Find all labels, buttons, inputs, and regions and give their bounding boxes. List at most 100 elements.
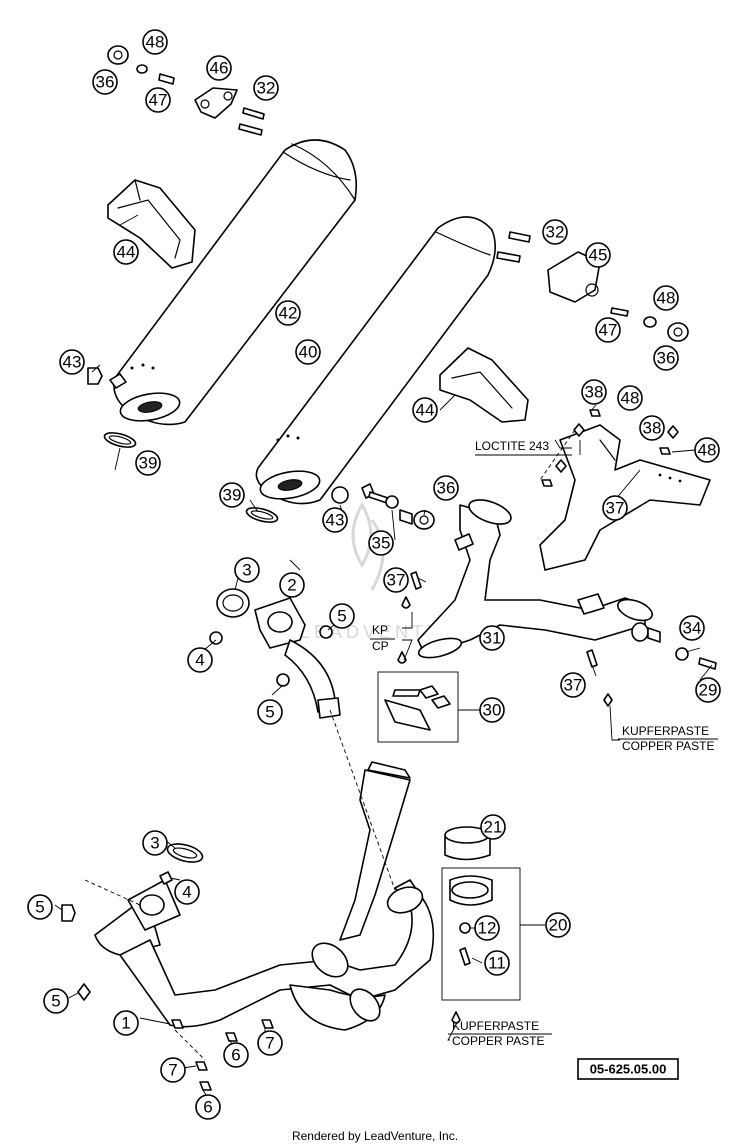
clamp-kit-30 (377, 671, 459, 743)
note-copper-paste-bottom: COPPER PASTE (452, 1034, 544, 1048)
svg-text:6: 6 (203, 1098, 212, 1117)
callout-6-bottom: 6 (195, 1094, 221, 1120)
callout-7-mid: 7 (257, 1030, 283, 1056)
svg-text:44: 44 (416, 401, 435, 420)
callout-3-lower: 3 (142, 830, 168, 856)
callout-46-right: 47 (595, 317, 621, 343)
callout-43-left: 44 (113, 239, 139, 265)
callout-42-right: 43 (322, 507, 348, 533)
svg-text:3: 3 (150, 834, 159, 853)
svg-text:43: 43 (326, 511, 345, 530)
svg-text:5: 5 (35, 898, 44, 917)
note-loctite: LOCTITE 243 (475, 439, 549, 453)
callout-21: 21 (480, 814, 506, 840)
rear-y-pipe-31 (417, 499, 653, 659)
callout-47-top: 48 (142, 29, 168, 55)
gaskets-and-nuts (87, 367, 349, 523)
muffler-40 (255, 216, 496, 505)
paste-drops (397, 596, 461, 1024)
svg-text:11: 11 (488, 954, 506, 973)
callout-37: 37 (602, 495, 628, 521)
callout-32-right: 32 (542, 219, 568, 245)
svg-text:48: 48 (657, 289, 676, 308)
callout-20: 20 (545, 912, 571, 938)
callout-11: 11 (484, 950, 510, 976)
callout-31: 31 (479, 625, 505, 651)
callout-30: 30 (479, 697, 505, 723)
callout-36-lower: 37 (560, 672, 586, 698)
svg-text:2: 2 (287, 576, 296, 595)
callout-3-upper: 3 (234, 557, 260, 583)
svg-text:31: 31 (483, 629, 502, 648)
callout-35-right: 36 (653, 345, 679, 371)
svg-text:32: 32 (257, 79, 276, 98)
svg-text:43: 43 (63, 353, 82, 372)
svg-text:36: 36 (96, 73, 115, 92)
svg-text:7: 7 (168, 1061, 177, 1080)
callout-6-mid: 6 (223, 1042, 249, 1068)
callout-38-lower: 38 (639, 415, 665, 441)
callout-38-upper: 38 (581, 379, 607, 405)
svg-text:39: 39 (139, 454, 158, 473)
top-hardware (107, 45, 265, 136)
front-flange-2 (209, 588, 341, 719)
manifold-1 (61, 761, 435, 1091)
svg-text:36: 36 (437, 479, 456, 498)
svg-text:39: 39 (223, 486, 242, 505)
svg-text:21: 21 (484, 818, 503, 837)
callout-36-upper: 37 (383, 567, 409, 593)
note-kupferpaste-bottom: KUPFERPASTE (452, 1019, 539, 1033)
right-top-hardware (496, 231, 689, 342)
callout-5-mid: 5 (257, 699, 283, 725)
svg-text:5: 5 (265, 703, 274, 722)
svg-text:37: 37 (564, 676, 583, 695)
footer-credit: Rendered by LeadVenture, Inc. (292, 1129, 458, 1143)
callout-34: 35 (368, 530, 394, 556)
callout-5-bottom: 5 (43, 988, 69, 1014)
svg-text:34: 34 (683, 619, 702, 638)
svg-text:37: 37 (387, 571, 406, 590)
callout-35-mid: 36 (433, 475, 459, 501)
callout-40: 40 (295, 339, 321, 365)
svg-text:38: 38 (643, 419, 662, 438)
svg-text:48: 48 (621, 389, 640, 408)
callout-41: 42 (275, 300, 301, 326)
svg-text:32: 32 (546, 223, 565, 242)
callout-35-top: 36 (92, 69, 118, 95)
svg-text:47: 47 (149, 91, 168, 110)
svg-text:4: 4 (195, 651, 204, 670)
bracket-43-left (107, 179, 196, 269)
callout-48-lower: 48 (694, 437, 720, 463)
svg-text:5: 5 (51, 992, 60, 1011)
callout-45: 46 (206, 55, 232, 81)
svg-text:1: 1 (121, 1014, 130, 1033)
callout-32-top: 32 (253, 75, 279, 101)
callout-4-lower: 4 (174, 879, 200, 905)
callout-44: 45 (585, 242, 611, 268)
svg-text:30: 30 (483, 701, 502, 720)
svg-text:40: 40 (299, 343, 318, 362)
svg-text:42: 42 (279, 304, 298, 323)
svg-text:20: 20 (549, 916, 568, 935)
muffler-41 (109, 139, 358, 426)
svg-text:44: 44 (117, 243, 136, 262)
heat-shield-37 (539, 409, 711, 571)
callout-42-left: 43 (59, 349, 85, 375)
bracket-43-right (439, 347, 529, 423)
note-kp: KP (372, 623, 388, 637)
note-copper-paste-right: COPPER PASTE (622, 739, 714, 753)
svg-text:5: 5 (337, 607, 346, 626)
diagram-reference-code: 05-625.05.00 (577, 1058, 679, 1080)
svg-text:47: 47 (599, 321, 618, 340)
callouts: 48 36 47 46 32 44 42 40 43 39 32 45 48 4… (27, 29, 721, 1120)
callout-5-upper: 5 (329, 603, 355, 629)
svg-text:36: 36 (657, 349, 676, 368)
callout-43-right: 44 (412, 397, 438, 423)
callout-7-bottom: 7 (160, 1057, 186, 1083)
svg-text:48: 48 (698, 441, 717, 460)
svg-text:3: 3 (242, 561, 251, 580)
note-cp: CP (372, 639, 389, 653)
svg-text:38: 38 (585, 383, 604, 402)
svg-text:6: 6 (231, 1046, 240, 1065)
